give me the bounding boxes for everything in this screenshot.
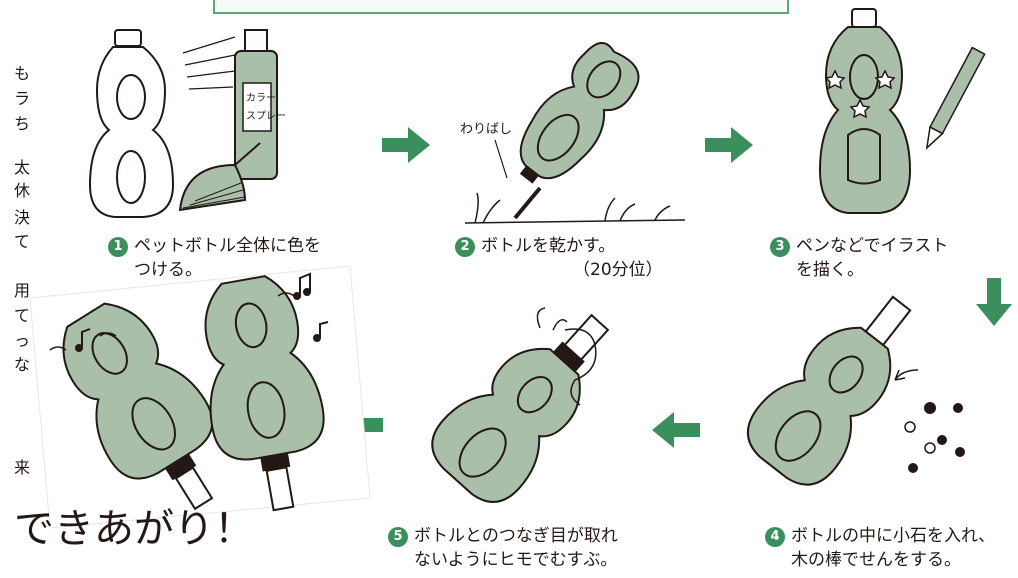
spray-label-2: スプレー (246, 110, 286, 122)
arrow-right-icon (705, 127, 753, 163)
step-number-badge: 5 (388, 527, 408, 547)
step-text-line1: ボトルを乾かす。 (481, 236, 616, 256)
side-char: 休 (13, 181, 30, 200)
side-char: て (13, 306, 30, 325)
arrow-down-icon (976, 278, 1012, 326)
chopstick-label: わりばし (460, 122, 512, 137)
step-text-line1: ボトルとのつなぎ目が取れ (414, 526, 618, 546)
step-2-caption: 2 ボトルを乾かす。 （20分位） (455, 234, 663, 282)
step-text-line2: つける。 (134, 260, 202, 280)
step-text-line1: ペンなどでイラスト (796, 236, 949, 256)
step-number-badge: 3 (770, 237, 790, 257)
step-text-line2: を描く。 (796, 260, 864, 280)
arrow-right-icon (382, 127, 430, 163)
side-char: 決 (13, 208, 30, 227)
side-char: 用 (13, 281, 30, 300)
step-3-caption: 3 ペンなどでイラスト を描く。 (770, 234, 948, 282)
side-char: も (13, 64, 30, 83)
step-text-line2: ないようにヒモでむすぶ。 (414, 550, 618, 570)
side-char: な (13, 355, 30, 374)
step-text-line2: 木の棒でせんをする。 (791, 550, 961, 570)
step-1-caption: 1 ペットボトル全体に色を つける。 (108, 234, 321, 282)
step-4-caption: 4 ボトルの中に小石を入れ、 木の棒でせんをする。 (765, 524, 995, 572)
step1-illustration: カラー スプレー (88, 29, 286, 218)
step-text-line1: ペットボトル全体に色を (134, 236, 321, 256)
step5-illustration (431, 307, 610, 503)
spray-label-1: カラー (246, 92, 276, 104)
side-char: っ (13, 331, 30, 350)
finished-label: できあがり！ (14, 506, 254, 552)
step4-illustration (746, 295, 965, 486)
step3-illustration (818, 8, 986, 214)
step2-illustration: わりばし (460, 42, 686, 224)
side-char: 来 (13, 458, 30, 477)
step-number-badge: 4 (765, 527, 785, 547)
step-text-line1: ボトルの中に小石を入れ、 (791, 526, 996, 546)
arrow-left-icon (652, 412, 700, 448)
step-5-caption: 5 ボトルとのつなぎ目が取れ ないようにヒモでむすぶ。 (388, 524, 618, 572)
step-text-line2: （20分位） (573, 260, 663, 280)
step-number-badge: 1 (108, 237, 128, 257)
side-char: て (13, 232, 30, 251)
top-title-frame (213, 0, 789, 14)
side-char: 太 (13, 158, 30, 177)
side-char: ち (13, 114, 30, 133)
step-number-badge: 2 (455, 237, 475, 257)
side-char: ラ (13, 89, 30, 108)
final-illustration (29, 265, 371, 529)
